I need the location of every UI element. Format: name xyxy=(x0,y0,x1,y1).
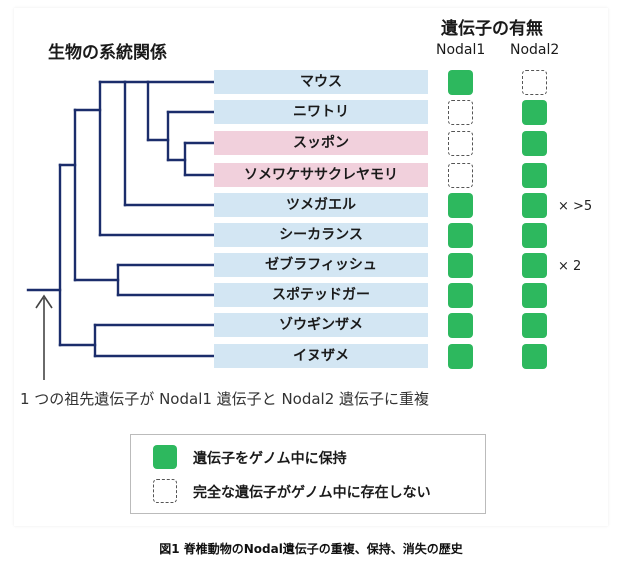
nodal1-gene-box xyxy=(448,223,473,248)
legend-absent-label: 完全な遺伝子がゲノム中に存在しない xyxy=(193,485,431,501)
nodal1-gene-box xyxy=(448,100,473,125)
species-label: イヌザメ xyxy=(214,344,428,368)
nodal1-gene-box xyxy=(448,131,473,156)
species-label: シーカランス xyxy=(214,223,428,247)
nodal1-gene-box xyxy=(448,70,473,95)
nodal2-gene-box xyxy=(522,223,547,248)
nodal2-gene-box xyxy=(522,131,547,156)
nodal2-gene-box xyxy=(522,283,547,308)
copy-number-note: × >5 xyxy=(558,199,593,214)
nodal2-gene-box xyxy=(522,313,547,338)
species-label: ソメワケササクレヤモリ xyxy=(214,163,428,187)
nodal2-gene-box xyxy=(522,100,547,125)
nodal2-gene-box xyxy=(522,70,547,95)
nodal2-gene-box xyxy=(522,193,547,218)
nodal1-header: Nodal1 xyxy=(436,42,486,58)
species-label: スポテッドガー xyxy=(214,283,428,307)
nodal1-gene-box xyxy=(448,344,473,369)
nodal1-gene-box xyxy=(448,283,473,308)
figure-caption: 図1 脊椎動物のNodal遺伝子の重複、保持、消失の歴史 xyxy=(159,542,463,556)
nodal1-gene-box xyxy=(448,253,473,278)
nodal2-gene-box xyxy=(522,163,547,188)
phylogeny-title: 生物の系統関係 xyxy=(48,43,167,63)
nodal1-gene-box xyxy=(448,313,473,338)
copy-number-note: × 2 xyxy=(558,259,582,274)
duplication-annotation: 1 つの祖先遺伝子が Nodal1 遺伝子と Nodal2 遺伝子に重複 xyxy=(20,390,430,408)
gene-presence-title: 遺伝子の有無 xyxy=(441,19,543,39)
legend-present-label: 遺伝子をゲノム中に保持 xyxy=(193,451,347,467)
nodal2-header: Nodal2 xyxy=(510,42,560,58)
species-label: ツメガエル xyxy=(214,193,428,217)
species-label: ゼブラフィッシュ xyxy=(214,253,428,277)
species-label: マウス xyxy=(214,70,428,94)
species-label: ニワトリ xyxy=(214,100,428,124)
nodal1-gene-box xyxy=(448,163,473,188)
absent-swatch xyxy=(153,479,177,503)
present-swatch xyxy=(153,445,177,469)
legend: 遺伝子をゲノム中に保持 完全な遺伝子がゲノム中に存在しない xyxy=(130,434,486,514)
nodal2-gene-box xyxy=(522,253,547,278)
nodal2-gene-box xyxy=(522,344,547,369)
species-label: ゾウギンザメ xyxy=(214,313,428,337)
species-label: スッポン xyxy=(214,131,428,155)
nodal1-gene-box xyxy=(448,193,473,218)
